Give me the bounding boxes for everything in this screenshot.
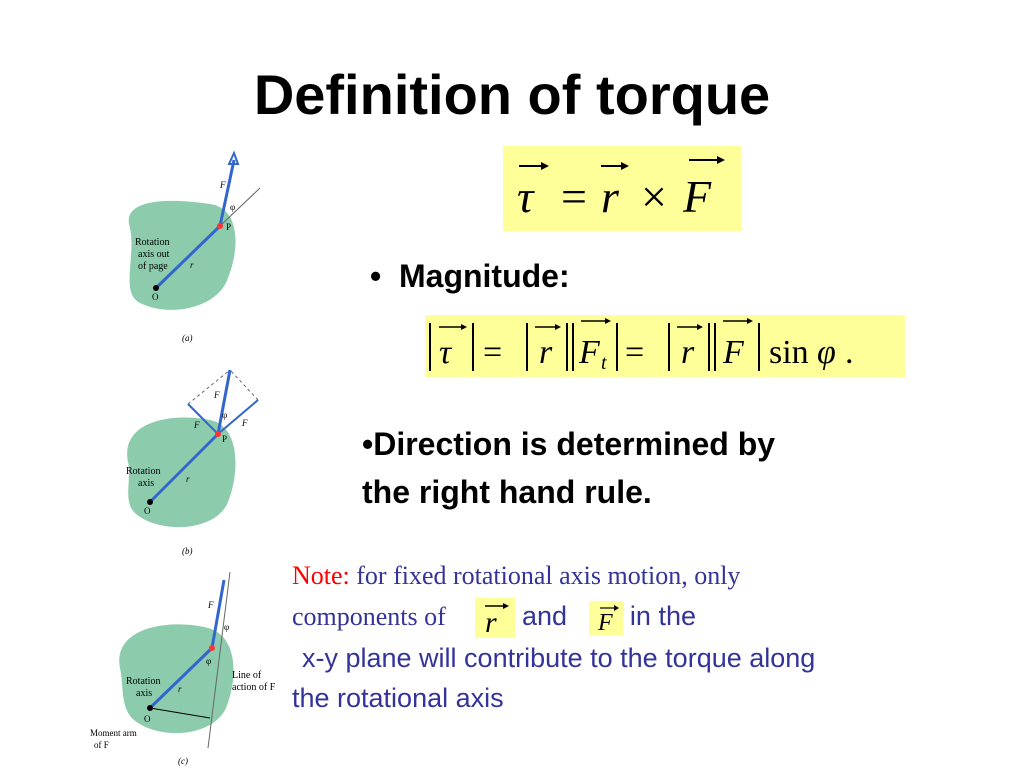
torque-equation: τ = r × F [503, 146, 741, 231]
note-prefix: Note: [292, 561, 350, 590]
phi-label: φ [222, 410, 227, 420]
direction-text-2: the right hand rule. [362, 474, 652, 510]
bullet-dot: • [362, 426, 374, 462]
r-label: r [190, 260, 194, 270]
o-label: O [144, 714, 151, 724]
caption-b: (b) [182, 546, 193, 556]
o-label: O [152, 292, 159, 302]
origin-o [147, 499, 153, 505]
note-line-4: the rotational axis [292, 683, 504, 714]
line-of-action-label-1: Line of [232, 670, 262, 681]
svg-text:τ: τ [517, 171, 535, 222]
moment-arm-line [149, 707, 211, 719]
r-vector-arrow [154, 224, 222, 290]
note-in-the: in the [629, 601, 696, 631]
magnitude-equation: τ = r F t = r F [425, 315, 905, 377]
line-of-action-label-2: action of F [232, 682, 276, 693]
svg-text:τ: τ [439, 334, 453, 371]
caption-c: (c) [178, 756, 188, 766]
f-label: F [213, 390, 220, 400]
axis-label-line-1: Rotation [126, 676, 160, 687]
f-label: F [207, 600, 214, 610]
axis-label-line-1: Rotation [126, 466, 160, 477]
figure-a: F φ P r O Rotation axis out of page (a) [128, 150, 261, 343]
svg-text:=: = [483, 334, 502, 371]
note-text-2: components of [292, 602, 446, 631]
body-disk [128, 200, 236, 310]
svg-text:.: . [845, 334, 854, 371]
p-label: P [222, 434, 227, 444]
axis-label-line-2: axis [138, 478, 154, 489]
svg-text:t: t [601, 352, 607, 374]
f-vector-symbol: F [597, 605, 619, 636]
fr-label: F [241, 418, 248, 428]
svg-text:φ: φ [817, 334, 836, 371]
note-line-3: x-y plane will contribute to the torque … [302, 643, 816, 674]
p-label: P [226, 222, 231, 232]
r-vector-box: r [474, 598, 515, 639]
svg-text:F: F [722, 334, 745, 371]
magnitude-label: Magnitude: [398, 258, 570, 294]
svg-text:r: r [681, 334, 695, 371]
r-label: r [178, 684, 182, 694]
note-and: and [521, 601, 568, 631]
r-vector-arrow [148, 646, 214, 710]
f-vector-box: F [588, 601, 623, 636]
figure-b: F φ F F P r O Rotation axis (b) [126, 369, 259, 556]
ft-vector-arrow [187, 403, 219, 435]
slide-title: Definition of torque [253, 63, 771, 126]
svg-text:r: r [601, 171, 620, 222]
line-of-action [207, 571, 231, 749]
phi-label-2: φ [206, 656, 211, 666]
direction-text-1: Direction is determined by [373, 426, 776, 462]
svg-text:sin: sin [769, 334, 809, 371]
caption-a: (a) [182, 333, 193, 343]
note-block: Note: for fixed rotational axis motion, … [292, 556, 992, 718]
note-text-1: for fixed rotational axis motion, only [356, 561, 741, 590]
point-p [217, 223, 223, 229]
svg-text:F: F [578, 334, 601, 371]
svg-text:r: r [485, 606, 497, 638]
svg-text:r: r [539, 334, 553, 371]
svg-text:×: × [641, 171, 667, 222]
bullet-dot: • [370, 258, 399, 294]
point-p [209, 645, 215, 651]
svg-text:=: = [561, 171, 587, 222]
origin-o [147, 705, 153, 711]
figure-c: F φ φ r O Rotation axis Line of action o… [90, 571, 276, 766]
phi-label: φ [224, 622, 229, 632]
moment-arm-label-1: Moment arm [90, 728, 137, 738]
svg-text:F: F [597, 610, 613, 635]
r-label: r [186, 474, 190, 484]
axis-label-line-3: of page [138, 261, 168, 272]
f-vector-arrow [210, 579, 226, 649]
point-p [215, 431, 221, 437]
r-vector-symbol: r [484, 603, 509, 639]
magnitude-bullet: • Magnitude: [370, 258, 570, 295]
axis-label-line-2: axis out [138, 249, 170, 260]
direction-bullet: •Direction is determined by the right ha… [362, 420, 922, 516]
axis-label-line-2: axis [136, 688, 152, 699]
moment-arm-label-2: of F [94, 740, 109, 750]
phi-label: φ [230, 202, 235, 212]
r-vector-arrow [148, 432, 220, 504]
origin-o [153, 285, 159, 291]
fr-vector-arrow [217, 399, 259, 435]
magnitude-equation-svg: τ = r F t = r F [429, 318, 854, 374]
f-label: F [219, 180, 226, 190]
axis-label-line-1: Rotation [135, 237, 169, 248]
f-vector-arrow [216, 369, 232, 435]
ft-label: F [193, 420, 200, 430]
svg-text:F: F [682, 171, 712, 222]
svg-text:=: = [625, 334, 644, 371]
torque-equation-svg: τ = r × F [517, 156, 725, 222]
f-vector-arrow [218, 159, 236, 227]
body-disk [119, 624, 234, 734]
o-label: O [144, 506, 151, 516]
